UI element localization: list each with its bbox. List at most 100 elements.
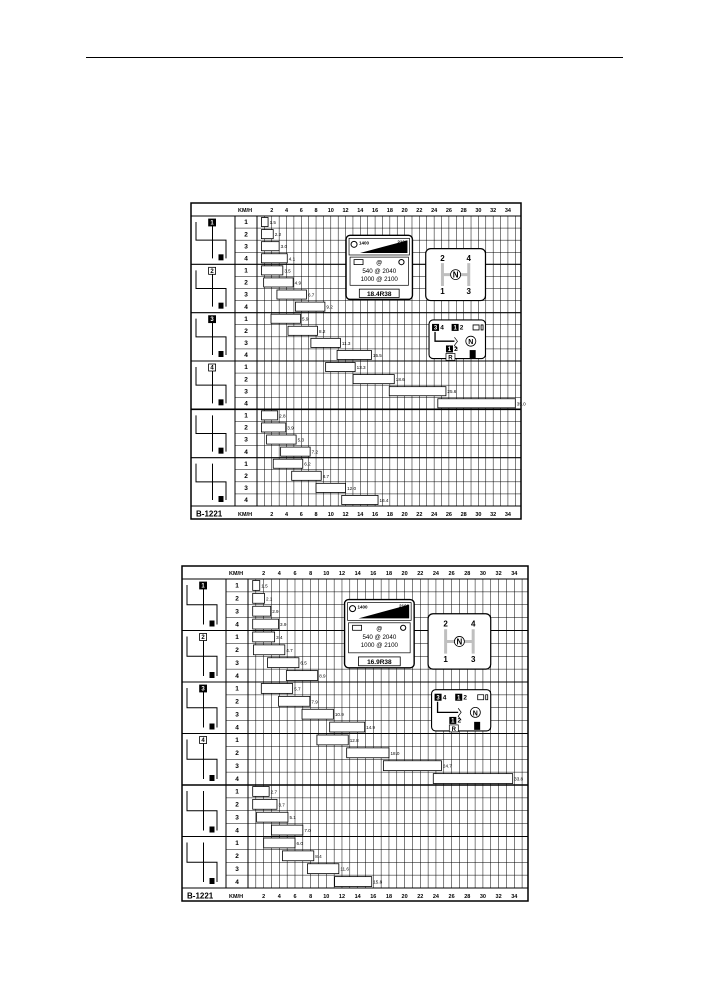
axis-tick-label-bottom: 4 [278,894,282,900]
speed-label: 6.0 [296,841,303,846]
speed-label: 3.9 [280,622,287,627]
speed-label: 25.6 [447,389,456,394]
speed-bar [263,277,294,288]
axis-tick-label-bottom: 8 [315,512,318,518]
range-mark-box [208,363,217,372]
speed-label: 6.5 [300,661,307,666]
range-mark: 3 [210,317,214,323]
hare-icon [477,694,489,701]
gear-number: 3 [235,866,239,873]
axis-tick-label: 20 [402,208,408,214]
axis-tick-label: 4 [278,571,282,577]
shift-pattern-icon [186,791,218,833]
speed-bar [336,350,372,360]
axis-tick-label: 30 [475,208,481,214]
speed-label: 33.8 [514,777,523,782]
range-mark: 1 [201,584,205,590]
pto-line-2: 1000 @ 2100 [361,276,399,283]
speed-bar [272,458,304,469]
gear-number: 2 [235,699,239,706]
gear-number: 2 [244,425,248,432]
shift-pattern-icon [186,842,218,884]
axis-tick-label-bottom: 30 [475,512,481,518]
axis-tick-label: 10 [328,208,334,214]
axis-tick-label-bottom: 18 [387,512,393,518]
speed-bar [291,470,322,481]
range-mark: 4 [201,738,205,744]
axis-tick-label-bottom: 32 [496,894,502,900]
speed-range-icon [218,447,224,454]
axis-tick-label-bottom: 32 [490,512,496,518]
speed-label: 2.7 [271,789,278,794]
axis-tick-label: 32 [490,208,496,214]
shift-pattern-icon: 4 [195,363,227,406]
gear-number: 2 [235,853,239,860]
speed-label: 5.9 [302,317,309,322]
axis-tick-label: 24 [431,208,438,214]
axis-tick-label-bottom: 22 [416,512,422,518]
axis-tick-label: 2 [262,571,265,577]
speed-bar [252,580,261,591]
gear-number: 3 [235,711,239,718]
gear-number: 1 [235,686,239,693]
axis-unit-label-bottom: KM/H [238,512,252,518]
axis-tick-label: 18 [387,208,393,214]
pto-box [348,622,411,654]
speed-bar [261,241,280,252]
axis-tick-label: 2 [270,208,273,214]
speed-bar [252,631,276,643]
gear-number: 4 [244,352,248,359]
axis-tick-label: 16 [370,571,376,577]
speed-label: 4.9 [295,280,302,285]
range-key-label: 3 [436,695,440,701]
rpm-low: 1400 [358,605,369,610]
shift-path [195,463,227,500]
range-path [434,331,455,342]
range-mark-box [208,315,217,324]
speed-bar [252,592,265,604]
gear-number: 4 [244,304,248,311]
gate-gear: N [453,271,459,280]
speed-range-icon [209,723,215,730]
axis-tick-label-bottom: 26 [449,894,455,900]
speed-bar [346,747,390,759]
speed-bar [341,495,379,505]
axis-tick-label-bottom: 10 [323,894,329,900]
speed-label: 3.0 [281,244,288,249]
axis-tick-label-bottom: 26 [446,512,452,518]
speed-label: 2.2 [275,232,282,237]
speed-bar [301,708,334,720]
axis-tick-label: 28 [461,208,467,214]
neutral-ring [450,269,462,281]
range-key-label: 3 [434,326,438,332]
speed-label: 3.7 [278,802,285,807]
axis-tick-label: 24 [433,571,440,577]
axis-tick-label-bottom: 12 [343,512,349,518]
speed-label: 7.9 [311,699,318,704]
range-key-label: 1 [453,326,457,332]
pto-at: @ [376,626,382,632]
header-rule [86,57,623,58]
shift-path [195,415,227,452]
gear-number: 4 [235,776,239,783]
speed-bar [280,446,311,457]
pto-shaft-icon [352,624,362,631]
gear-number: 1 [235,789,239,796]
range-mark: 3 [201,687,205,693]
range-label: 4 [440,325,444,332]
decal-code: B-1221 [196,510,223,519]
axis-tick-label: 10 [323,571,329,577]
speed-bar [261,229,274,240]
tire-box [358,656,401,667]
speed-label: 35.0 [517,401,526,406]
speed-label: 18.6 [396,377,405,382]
shift-path [186,585,218,625]
range-key [432,323,440,331]
speed-bar [253,644,286,656]
pto-line-1: 540 @ 2040 [362,268,396,275]
gate-gear: 1 [440,287,445,296]
shift-path [195,222,227,259]
speed-bar [252,605,272,617]
